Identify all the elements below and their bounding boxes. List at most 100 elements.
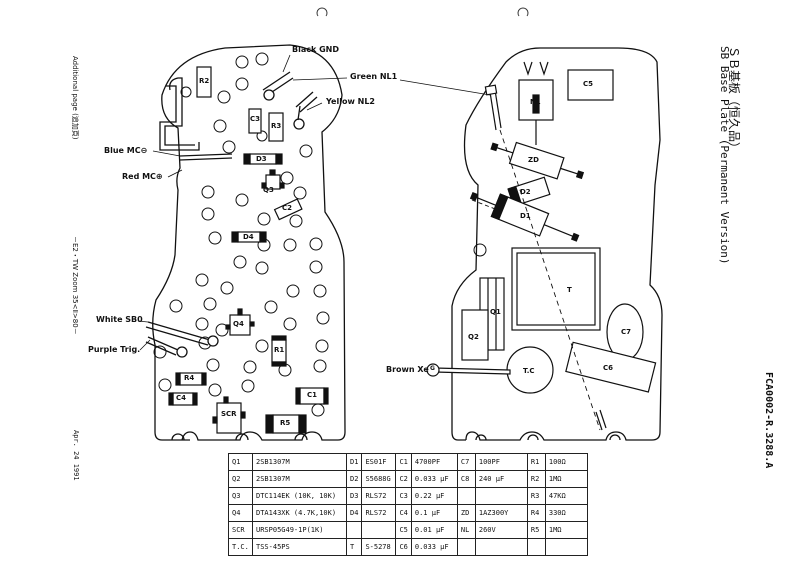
label-d2: D2	[520, 188, 531, 196]
table-cell: C5	[395, 521, 412, 539]
blue-mc-label: Blue MC⊖	[104, 146, 148, 155]
label-c1: C1	[307, 391, 318, 399]
q2-body	[461, 309, 489, 361]
c2-body	[273, 198, 303, 221]
table-cell: D2	[345, 470, 363, 488]
table-cell: C3	[395, 487, 412, 505]
label-r5: R5	[280, 419, 291, 427]
table-cell: 4700PF	[410, 453, 458, 471]
table-cell: C6	[395, 538, 412, 556]
table-cell: S-5278	[361, 538, 397, 556]
label-c6: C6	[603, 364, 614, 372]
label-c3: C3	[250, 115, 261, 123]
left-board-leads	[168, 169, 329, 434]
registration-mark	[517, 7, 529, 17]
label-r2: R2	[199, 77, 210, 85]
c5-body	[567, 69, 614, 101]
table-cell	[526, 538, 546, 556]
table-cell: URSP05G49-1P(1K)	[252, 521, 347, 539]
table-cell: 0.033 μF	[410, 470, 458, 488]
label-tc: T.C	[523, 367, 535, 375]
xe-g-label: G	[430, 365, 435, 372]
label-q3: Q3	[263, 186, 274, 194]
table-cell: R5	[526, 521, 546, 539]
label-r3: R3	[271, 122, 282, 130]
table-cell: 0.1 μF	[410, 504, 458, 522]
c6-body	[565, 341, 657, 393]
table-cell: 240 μF	[474, 470, 528, 488]
table-cell: R3	[526, 487, 546, 505]
registration-mark	[316, 7, 328, 17]
table-cell	[361, 521, 397, 539]
table-cell	[456, 538, 476, 556]
red-mc-label: Red MC⊕	[122, 172, 163, 181]
label-d3: D3	[256, 155, 267, 163]
table-cell: C1	[395, 453, 412, 471]
left-board-holes	[153, 52, 330, 417]
table-cell: DTA143XK (4.7K,10K)	[252, 504, 347, 522]
scr-body	[216, 402, 242, 434]
table-cell: R1	[526, 453, 546, 471]
left-board-components	[172, 66, 325, 434]
table-cell: D3	[345, 487, 363, 505]
purple-trig-label: Purple Trig.	[88, 345, 141, 354]
table-cell	[456, 487, 476, 505]
label-c5: C5	[583, 80, 594, 88]
table-cell: T	[345, 538, 363, 556]
dashed-guide	[499, 129, 601, 431]
table-cell: S5688G	[361, 470, 397, 488]
label-d1: D1	[520, 212, 531, 220]
table-cell: 330Ω	[544, 504, 588, 522]
table-cell: Q4	[228, 504, 253, 522]
left-board	[152, 44, 346, 441]
table-cell: C8	[456, 470, 476, 488]
label-t: T	[567, 286, 572, 294]
t-body	[511, 247, 601, 331]
table-cell: ZD	[456, 504, 476, 522]
table-cell: TSS-45PS	[252, 538, 347, 556]
label-d4: D4	[243, 233, 254, 241]
r3-body	[268, 112, 284, 142]
table-cell: ES01F	[361, 453, 397, 471]
label-q1: Q1	[490, 308, 501, 316]
right-board	[451, 47, 663, 441]
table-cell: Q3	[228, 487, 253, 505]
r2-body	[196, 66, 212, 98]
label-q2: Q2	[468, 333, 479, 341]
table-cell: 260V	[474, 521, 528, 539]
table-cell: Q1	[228, 453, 253, 471]
table-cell: C2	[395, 470, 412, 488]
c3-body	[248, 108, 262, 134]
table-cell: 0.033 μF	[410, 538, 458, 556]
table-cell	[474, 487, 528, 505]
leader-lines	[137, 54, 493, 373]
table-cell: 100Ω	[544, 453, 588, 471]
table-cell: R2	[526, 470, 546, 488]
right-board-holes	[473, 243, 487, 257]
table-cell: 100PF	[474, 453, 528, 471]
label-nl: NL	[530, 98, 541, 106]
table-cell: Q2	[228, 470, 253, 488]
table-cell: 1MΩ	[544, 470, 588, 488]
table-cell: NL	[456, 521, 476, 539]
table-cell: RLS72	[361, 487, 397, 505]
table-cell: R4	[526, 504, 546, 522]
table-cell: C7	[456, 453, 476, 471]
table-cell	[544, 538, 588, 556]
table-cell: D4	[345, 504, 363, 522]
table-cell: 2SB1307M	[252, 470, 347, 488]
green-nl1-label: Green NL1	[350, 72, 398, 81]
yellow-nl2-label: Yellow NL2	[326, 97, 375, 106]
label-scr: SCR	[221, 410, 237, 418]
label-c7: C7	[621, 328, 632, 336]
table-cell	[345, 521, 363, 539]
table-cell: RLS72	[361, 504, 397, 522]
label-c4: C4	[176, 394, 187, 402]
table-cell: 2SB1307M	[252, 453, 347, 471]
